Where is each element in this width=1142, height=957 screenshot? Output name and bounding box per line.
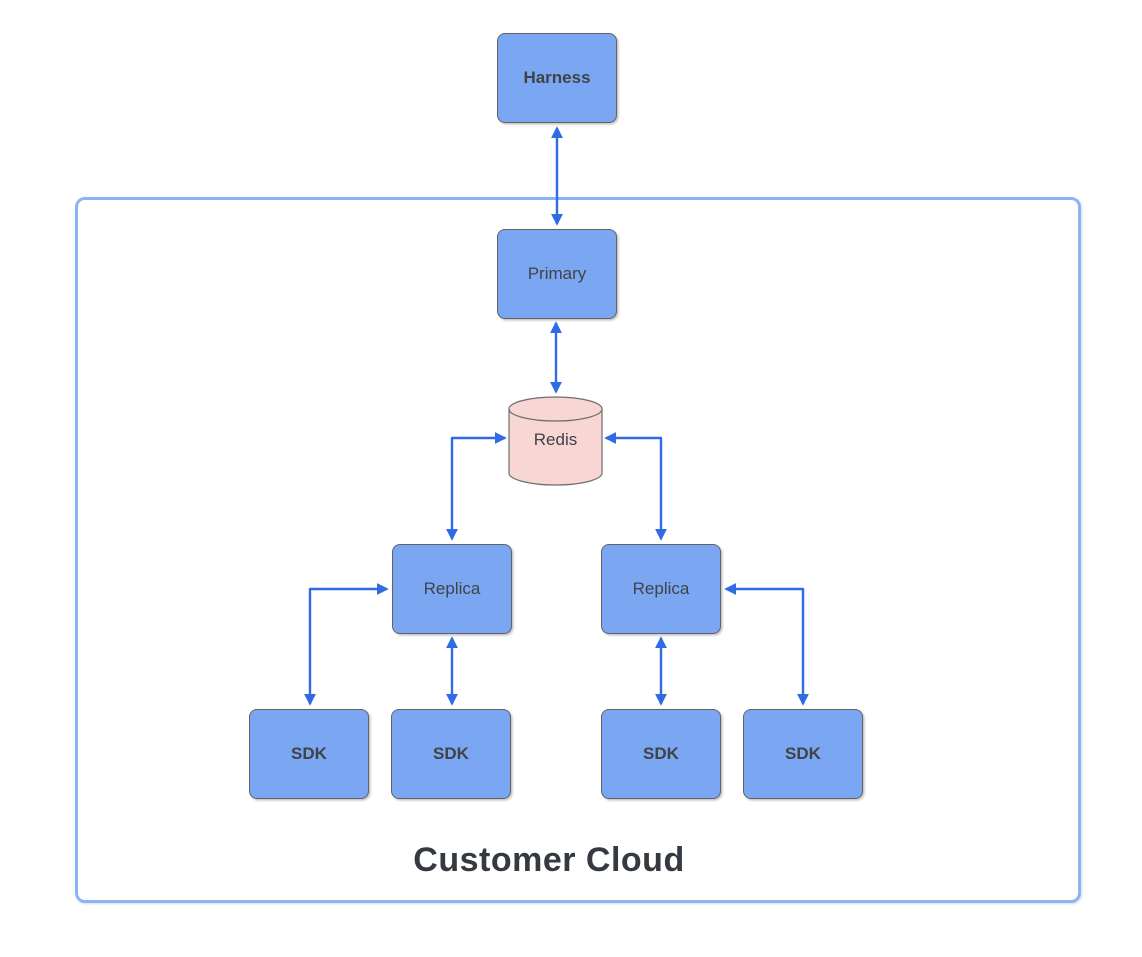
node-replica-left: Replica bbox=[392, 544, 512, 634]
node-sdk-4: SDK bbox=[743, 709, 863, 799]
node-replica-right: Replica bbox=[601, 544, 721, 634]
node-sdk-2: SDK bbox=[391, 709, 511, 799]
node-sdk-1: SDK bbox=[249, 709, 369, 799]
node-harness: Harness bbox=[497, 33, 617, 123]
customer-cloud-title: Customer Cloud bbox=[413, 841, 685, 879]
node-redis-label: Redis bbox=[533, 430, 578, 449]
node-sdk-3: SDK bbox=[601, 709, 721, 799]
node-primary: Primary bbox=[497, 229, 617, 319]
